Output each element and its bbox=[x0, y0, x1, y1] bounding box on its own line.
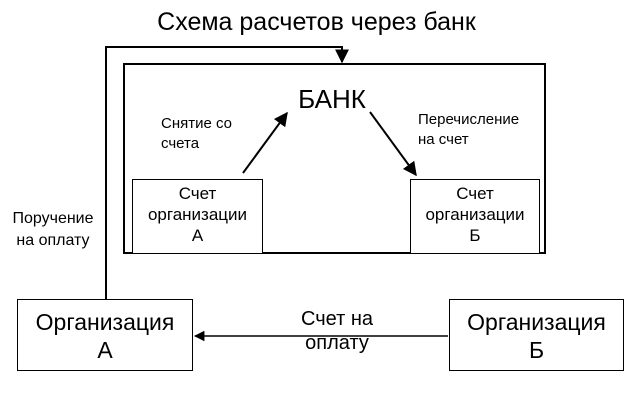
bank-frame bbox=[123, 63, 546, 254]
invoice-label-line: оплату bbox=[305, 332, 369, 354]
diagram-title: Схема расчетов через банк bbox=[157, 8, 476, 36]
account-a-box: Счет организации А bbox=[132, 179, 263, 254]
organization-a-box: Организация А bbox=[17, 299, 193, 371]
organization-b-line: Организация bbox=[467, 309, 606, 335]
account-a-line: Счет bbox=[178, 184, 217, 203]
account-b-line: организации bbox=[425, 205, 525, 224]
account-a-line: А bbox=[191, 226, 204, 245]
payment-order-label-line: на оплату bbox=[16, 232, 90, 249]
transfer-arrow bbox=[369, 111, 417, 177]
payment-order-arrow bbox=[105, 46, 349, 299]
account-b-box: Счет организации Б bbox=[410, 179, 540, 254]
account-a-line: организации bbox=[147, 205, 248, 224]
invoice-label-line: Счет на bbox=[301, 308, 373, 330]
withdrawal-label: Снятие со счета bbox=[161, 114, 232, 154]
payment-order-label-line: Поручение bbox=[12, 210, 94, 227]
payment-order-label: Поручение на оплату bbox=[4, 208, 102, 252]
organization-a-line: А bbox=[97, 337, 113, 363]
organization-b-box: Организация Б bbox=[449, 299, 624, 371]
bank-label: БАНК bbox=[298, 84, 366, 114]
transfer-label-line: на счет bbox=[418, 131, 469, 148]
organization-a-line: Организация bbox=[35, 309, 175, 335]
withdrawal-label-line: Снятие со bbox=[161, 115, 233, 132]
transfer-label-line: Перечисление bbox=[418, 111, 520, 128]
invoice-label: Счет на оплату bbox=[282, 307, 392, 355]
account-b-line: Б bbox=[469, 226, 481, 245]
transfer-label: Перечисление на счет bbox=[418, 110, 519, 150]
withdrawal-arrow bbox=[242, 111, 288, 174]
withdrawal-label-line: счета bbox=[161, 135, 200, 152]
organization-b-line: Б bbox=[528, 337, 545, 363]
account-b-line: Счет bbox=[456, 184, 494, 203]
